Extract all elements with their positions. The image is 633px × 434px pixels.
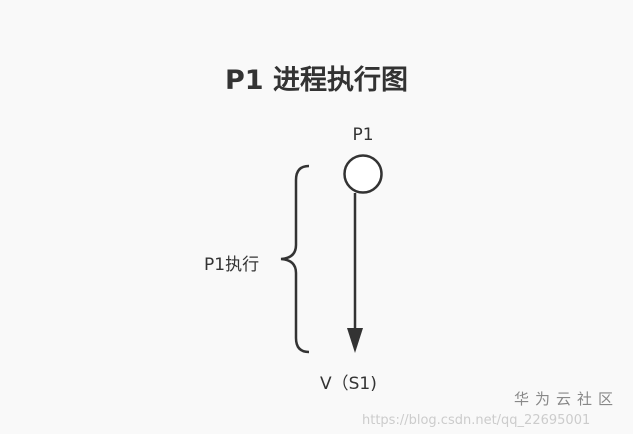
- curly-brace: [280, 164, 310, 354]
- arrowhead: [347, 328, 363, 353]
- watermark-url: https://blog.csdn.net/qq_22695001: [362, 413, 591, 428]
- diagram-title: P1 进程执行图: [225, 65, 408, 96]
- end-label: V（S1): [320, 374, 377, 394]
- execution-label: P1执行: [204, 255, 260, 275]
- process-start-node: [343, 154, 383, 194]
- process-label: P1: [352, 125, 374, 145]
- watermark-brand: 华为云社区: [513, 390, 619, 408]
